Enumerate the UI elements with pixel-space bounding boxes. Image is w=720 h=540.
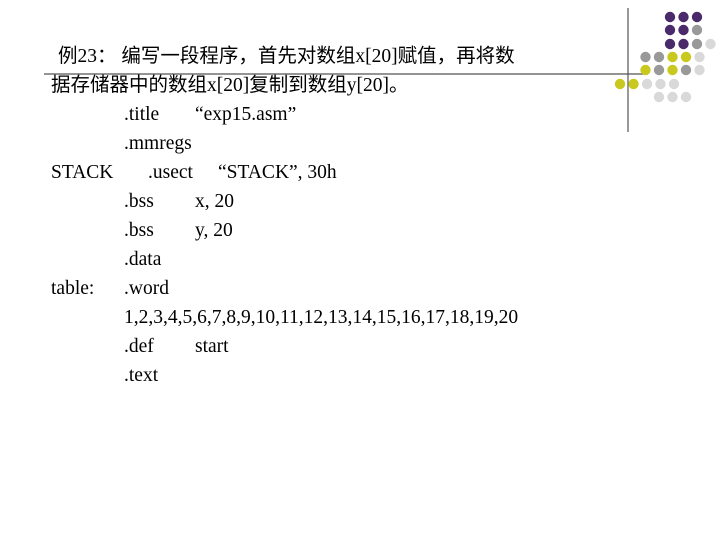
- code-instruction: .bss: [124, 191, 154, 212]
- code-operand: y, 20: [195, 220, 233, 241]
- decorative-dot: [664, 38, 676, 50]
- decorative-dot: [668, 78, 680, 90]
- decorative-dot: [691, 11, 703, 23]
- heading-line-1: 例23： 编写一段程序，首先对数组x[20]赋值，再将数: [58, 46, 515, 67]
- code-listing: .title “exp15.asm” .mmregs STACK .usect …: [51, 100, 631, 390]
- code-operand: start: [195, 336, 229, 357]
- decorative-dot: [664, 11, 676, 23]
- code-instruction: .usect: [148, 162, 193, 183]
- code-instruction: 1,2,3,4,5,6,7,8,9,10,11,12,13,14,15,16,1…: [124, 307, 519, 328]
- code-instruction: .mmregs: [124, 133, 192, 154]
- decorative-dot: [653, 51, 665, 63]
- decorative-dot: [653, 91, 665, 103]
- decorative-dot: [667, 51, 678, 63]
- code-line: .text: [51, 361, 631, 390]
- code-instruction: .word: [124, 278, 169, 299]
- code-line: .bss y, 20: [51, 216, 631, 245]
- decorative-dot: [691, 38, 703, 50]
- heading-line-2: 据存储器中的数组x[20]复制到数组y[20]。: [51, 75, 409, 96]
- decorative-dot: [640, 64, 651, 76]
- code-line: 1,2,3,4,5,6,7,8,9,10,11,12,13,14,15,16,1…: [51, 303, 631, 332]
- code-line: .bss x, 20: [51, 187, 631, 216]
- code-label: STACK: [51, 162, 114, 183]
- code-line: .title “exp15.asm”: [51, 100, 631, 129]
- decorative-dot: [680, 51, 692, 63]
- code-label: table:: [51, 278, 95, 299]
- code-instruction: .data: [124, 249, 162, 270]
- code-instruction: .bss: [124, 220, 154, 241]
- decorative-dot: [678, 24, 689, 36]
- code-instruction: .text: [124, 365, 159, 386]
- decorative-dot: [678, 38, 689, 50]
- code-operand: “exp15.asm”: [195, 104, 297, 125]
- decorative-dot: [667, 91, 678, 103]
- decorative-dot: [655, 78, 666, 90]
- code-line: .data: [51, 245, 631, 274]
- code-line: table: .word: [51, 274, 631, 303]
- decorative-dot: [694, 64, 705, 76]
- decorative-dot: [691, 24, 703, 36]
- decorative-dot: [680, 91, 692, 103]
- decorative-dot: [653, 64, 665, 76]
- code-instruction: .title: [124, 104, 160, 125]
- code-line: STACK .usect “STACK”, 30h: [51, 158, 631, 187]
- slide-content: 例23： 编写一段程序，首先对数组x[20]赋值，再将数 据存储器中的数组x[2…: [51, 42, 631, 390]
- decorative-dot: [680, 64, 692, 76]
- code-operand: x, 20: [195, 191, 234, 212]
- decorative-dot: [641, 78, 653, 90]
- decorative-dot: [678, 11, 689, 23]
- code-operand: “STACK”, 30h: [218, 162, 337, 183]
- decorative-dot: [640, 51, 651, 63]
- decorative-dot: [664, 24, 676, 36]
- code-line: .mmregs: [51, 129, 631, 158]
- decorative-dot: [705, 38, 716, 50]
- code-instruction: .def: [124, 336, 154, 357]
- decorative-dot: [694, 51, 705, 63]
- slide-heading: 例23： 编写一段程序，首先对数组x[20]赋值，再将数 据存储器中的数组x[2…: [51, 42, 631, 100]
- decorative-dot: [667, 64, 678, 76]
- code-line: .def start: [51, 332, 631, 361]
